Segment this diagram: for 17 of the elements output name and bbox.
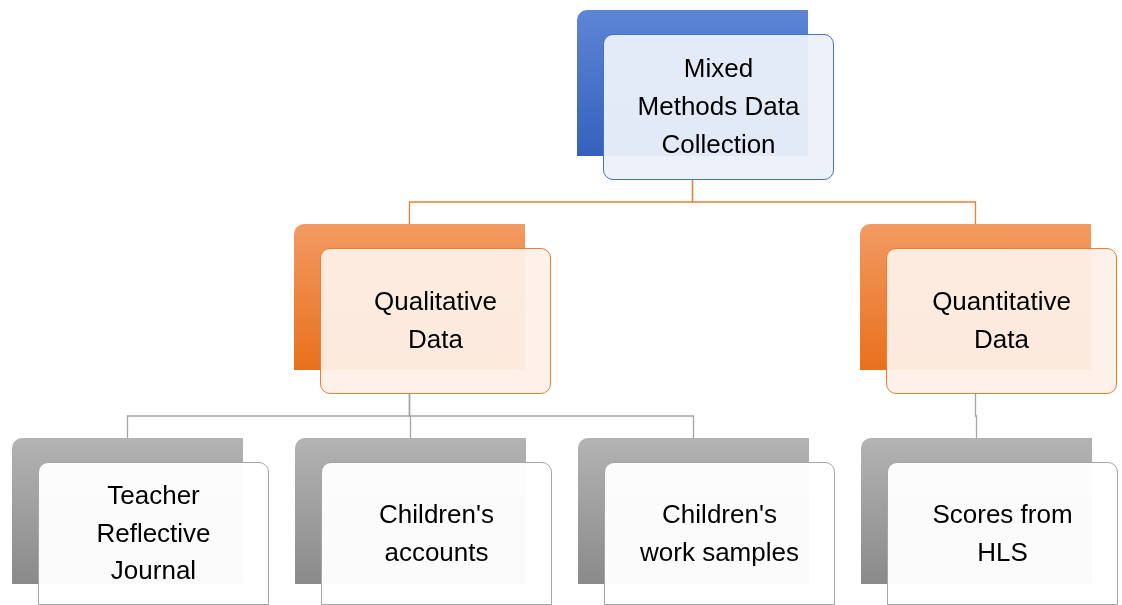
stacked-box xyxy=(861,438,1118,605)
stacked-box xyxy=(860,224,1117,394)
text-box: Scores from HLS xyxy=(887,462,1118,605)
stacked-box xyxy=(294,224,551,394)
stacked-box xyxy=(578,438,835,605)
connector-line xyxy=(691,179,977,225)
text-box: Mixed Methods Data Collection xyxy=(603,34,834,180)
text-box: Qualitative Data xyxy=(320,248,551,394)
stacked-box xyxy=(295,438,552,605)
connector-line xyxy=(974,393,978,439)
text-box: Quantitative Data xyxy=(886,248,1117,394)
stacked-box xyxy=(577,10,834,180)
connector-line xyxy=(408,393,695,439)
stacked-box xyxy=(12,438,269,605)
text-box: Children's work samples xyxy=(604,462,835,605)
text-box: Teacher Reflective Journal xyxy=(38,462,269,605)
text-box: Children's accounts xyxy=(321,462,552,605)
